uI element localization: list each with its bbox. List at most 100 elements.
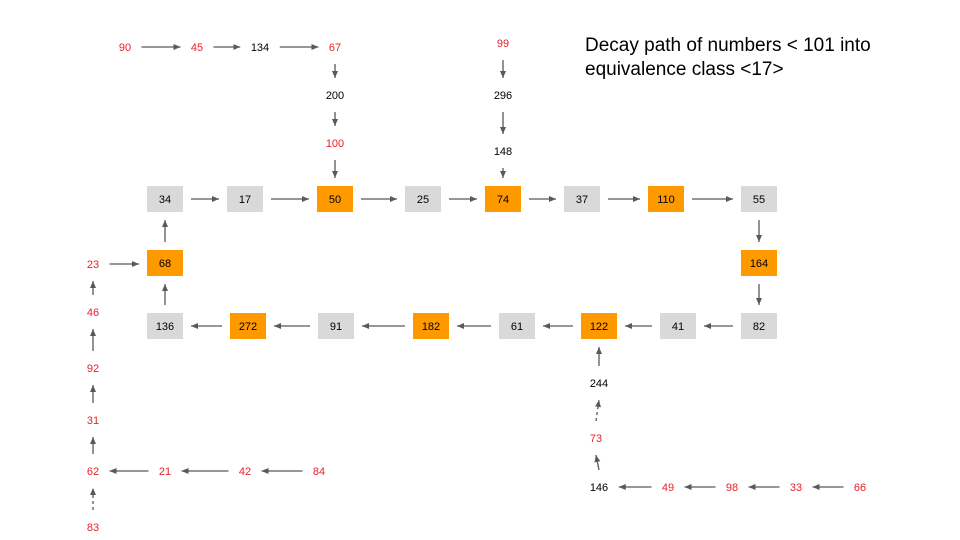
node-box-110 bbox=[648, 186, 684, 212]
node-box-17 bbox=[227, 186, 263, 212]
node-122: 122 bbox=[581, 313, 617, 339]
node-label-90: 90 bbox=[119, 42, 131, 54]
node-label-134: 134 bbox=[251, 42, 269, 54]
node-label-296: 296 bbox=[494, 90, 512, 102]
node-21: 21 bbox=[159, 466, 171, 478]
node-label-62: 62 bbox=[87, 466, 99, 478]
node-41: 41 bbox=[660, 313, 696, 339]
node-label-98: 98 bbox=[726, 482, 738, 494]
node-label-73: 73 bbox=[590, 433, 602, 445]
node-label-148: 148 bbox=[494, 146, 512, 158]
node-label-122: 122 bbox=[590, 321, 608, 333]
node-label-66: 66 bbox=[854, 482, 866, 494]
node-82: 82 bbox=[741, 313, 777, 339]
node-67: 67 bbox=[329, 42, 341, 54]
node-25: 25 bbox=[405, 186, 441, 212]
node-box-182 bbox=[413, 313, 449, 339]
node-box-41 bbox=[660, 313, 696, 339]
node-296: 296 bbox=[494, 90, 512, 102]
node-label-42: 42 bbox=[239, 466, 251, 478]
node-label-91: 91 bbox=[330, 321, 342, 333]
node-92: 92 bbox=[87, 363, 99, 375]
node-label-17: 17 bbox=[239, 194, 251, 206]
arrow-146-to-73 bbox=[594, 454, 601, 471]
node-272: 272 bbox=[230, 313, 266, 339]
node-17: 17 bbox=[227, 186, 263, 212]
node-66: 66 bbox=[854, 482, 866, 494]
diagram-title: Decay path of numbers < 101 into equival… bbox=[585, 35, 871, 80]
node-label-164: 164 bbox=[750, 258, 768, 270]
node-label-272: 272 bbox=[239, 321, 257, 333]
node-99: 99 bbox=[497, 38, 509, 50]
node-68: 68 bbox=[147, 250, 183, 276]
node-box-34 bbox=[147, 186, 183, 212]
edges-layer bbox=[90, 44, 844, 510]
node-label-21: 21 bbox=[159, 466, 171, 478]
node-box-82 bbox=[741, 313, 777, 339]
node-label-182: 182 bbox=[422, 321, 440, 333]
node-49: 49 bbox=[662, 482, 674, 494]
node-label-45: 45 bbox=[191, 42, 203, 54]
node-164: 164 bbox=[741, 250, 777, 276]
node-box-91 bbox=[318, 313, 354, 339]
node-91: 91 bbox=[318, 313, 354, 339]
node-label-37: 37 bbox=[576, 194, 588, 206]
node-label-68: 68 bbox=[159, 258, 171, 270]
node-37: 37 bbox=[564, 186, 600, 212]
node-label-92: 92 bbox=[87, 363, 99, 375]
node-box-68 bbox=[147, 250, 183, 276]
node-box-74 bbox=[485, 186, 521, 212]
node-83: 83 bbox=[87, 522, 99, 534]
node-box-122 bbox=[581, 313, 617, 339]
node-46: 46 bbox=[87, 307, 99, 319]
node-23: 23 bbox=[87, 259, 99, 271]
node-110: 110 bbox=[648, 186, 684, 212]
node-84: 84 bbox=[313, 466, 325, 478]
node-label-200: 200 bbox=[326, 90, 344, 102]
node-label-41: 41 bbox=[672, 321, 684, 333]
node-73: 73 bbox=[590, 433, 602, 445]
node-label-110: 110 bbox=[657, 194, 675, 206]
node-label-136: 136 bbox=[156, 321, 174, 333]
node-box-61 bbox=[499, 313, 535, 339]
node-label-25: 25 bbox=[417, 194, 429, 206]
node-label-146: 146 bbox=[590, 482, 608, 494]
node-100: 100 bbox=[326, 138, 344, 150]
node-label-55: 55 bbox=[753, 194, 765, 206]
node-90: 90 bbox=[119, 42, 131, 54]
node-box-272 bbox=[230, 313, 266, 339]
node-label-34: 34 bbox=[159, 194, 171, 206]
nodes-layer: 34 17 50 25 74 37 110 55 164 82 41 122 61 182 91 272 136… bbox=[87, 38, 866, 534]
node-label-74: 74 bbox=[497, 194, 509, 206]
node-label-33: 33 bbox=[790, 482, 802, 494]
node-label-61: 61 bbox=[511, 321, 523, 333]
node-45: 45 bbox=[191, 42, 203, 54]
node-31: 31 bbox=[87, 415, 99, 427]
node-box-50 bbox=[317, 186, 353, 212]
node-box-55 bbox=[741, 186, 777, 212]
arrow-73-to-244 bbox=[595, 399, 601, 422]
node-146: 146 bbox=[590, 482, 608, 494]
node-label-49: 49 bbox=[662, 482, 674, 494]
node-box-164 bbox=[741, 250, 777, 276]
node-label-100: 100 bbox=[326, 138, 344, 150]
node-label-83: 83 bbox=[87, 522, 99, 534]
node-98: 98 bbox=[726, 482, 738, 494]
node-74: 74 bbox=[485, 186, 521, 212]
node-136: 136 bbox=[147, 313, 183, 339]
node-label-82: 82 bbox=[753, 321, 765, 333]
node-148: 148 bbox=[494, 146, 512, 158]
node-134: 134 bbox=[251, 42, 269, 54]
node-box-136 bbox=[147, 313, 183, 339]
node-55: 55 bbox=[741, 186, 777, 212]
node-label-46: 46 bbox=[87, 307, 99, 319]
node-200: 200 bbox=[326, 90, 344, 102]
node-label-99: 99 bbox=[497, 38, 509, 50]
node-label-23: 23 bbox=[87, 259, 99, 271]
node-label-84: 84 bbox=[313, 466, 325, 478]
node-34: 34 bbox=[147, 186, 183, 212]
node-50: 50 bbox=[317, 186, 353, 212]
node-box-25 bbox=[405, 186, 441, 212]
node-62: 62 bbox=[87, 466, 99, 478]
